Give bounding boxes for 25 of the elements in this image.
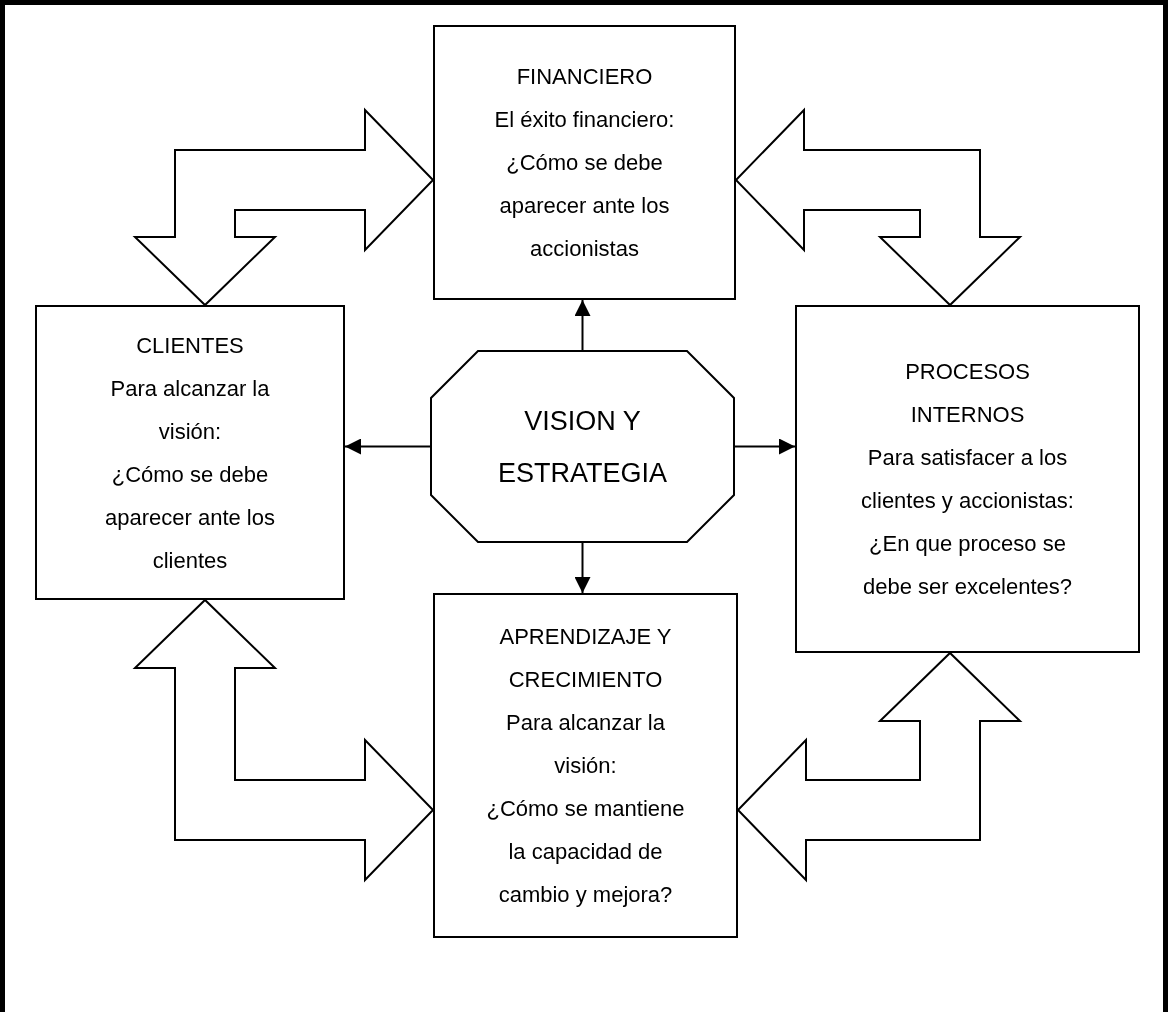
block-arrow [734, 107, 1023, 307]
perspective-box [433, 593, 738, 938]
block-arrow [736, 651, 1023, 883]
arrow [574, 542, 591, 594]
box-text: ¿Cómo se mantiene la capacidad de cambio y mejora? [485, 795, 686, 909]
box-text: ¿En que proceso se debe ser excelentes? [861, 530, 1074, 601]
box-heading: APRENDIZAJE Y CRECIMIENTO [498, 623, 673, 694]
block-arrow [132, 598, 435, 883]
box-text: El éxito financiero: [494, 106, 675, 134]
box-text: ¿Cómo se debe aparecer ante los clientes [104, 460, 276, 575]
box-text: ¿Cómo se debe aparecer ante los accionistas [498, 149, 671, 263]
perspective-box [795, 305, 1140, 653]
arrow [734, 438, 796, 455]
perspective-box [433, 25, 736, 300]
box-text: Para alcanzar la visión: [505, 709, 666, 780]
arrow [344, 438, 431, 455]
box-heading: FINANCIERO [516, 63, 653, 91]
center-title: VISION Y ESTRATEGIA [497, 404, 668, 490]
box-text: Para alcanzar la visión: [109, 374, 271, 446]
arrow [574, 299, 591, 351]
perspective-box [35, 305, 345, 600]
block-arrow [132, 107, 435, 307]
box-heading: CLIENTES [136, 331, 244, 360]
box-heading: PROCESOS INTERNOS [904, 358, 1031, 429]
box-text: Para satisfacer a los clientes y accionistas: [860, 444, 1075, 515]
